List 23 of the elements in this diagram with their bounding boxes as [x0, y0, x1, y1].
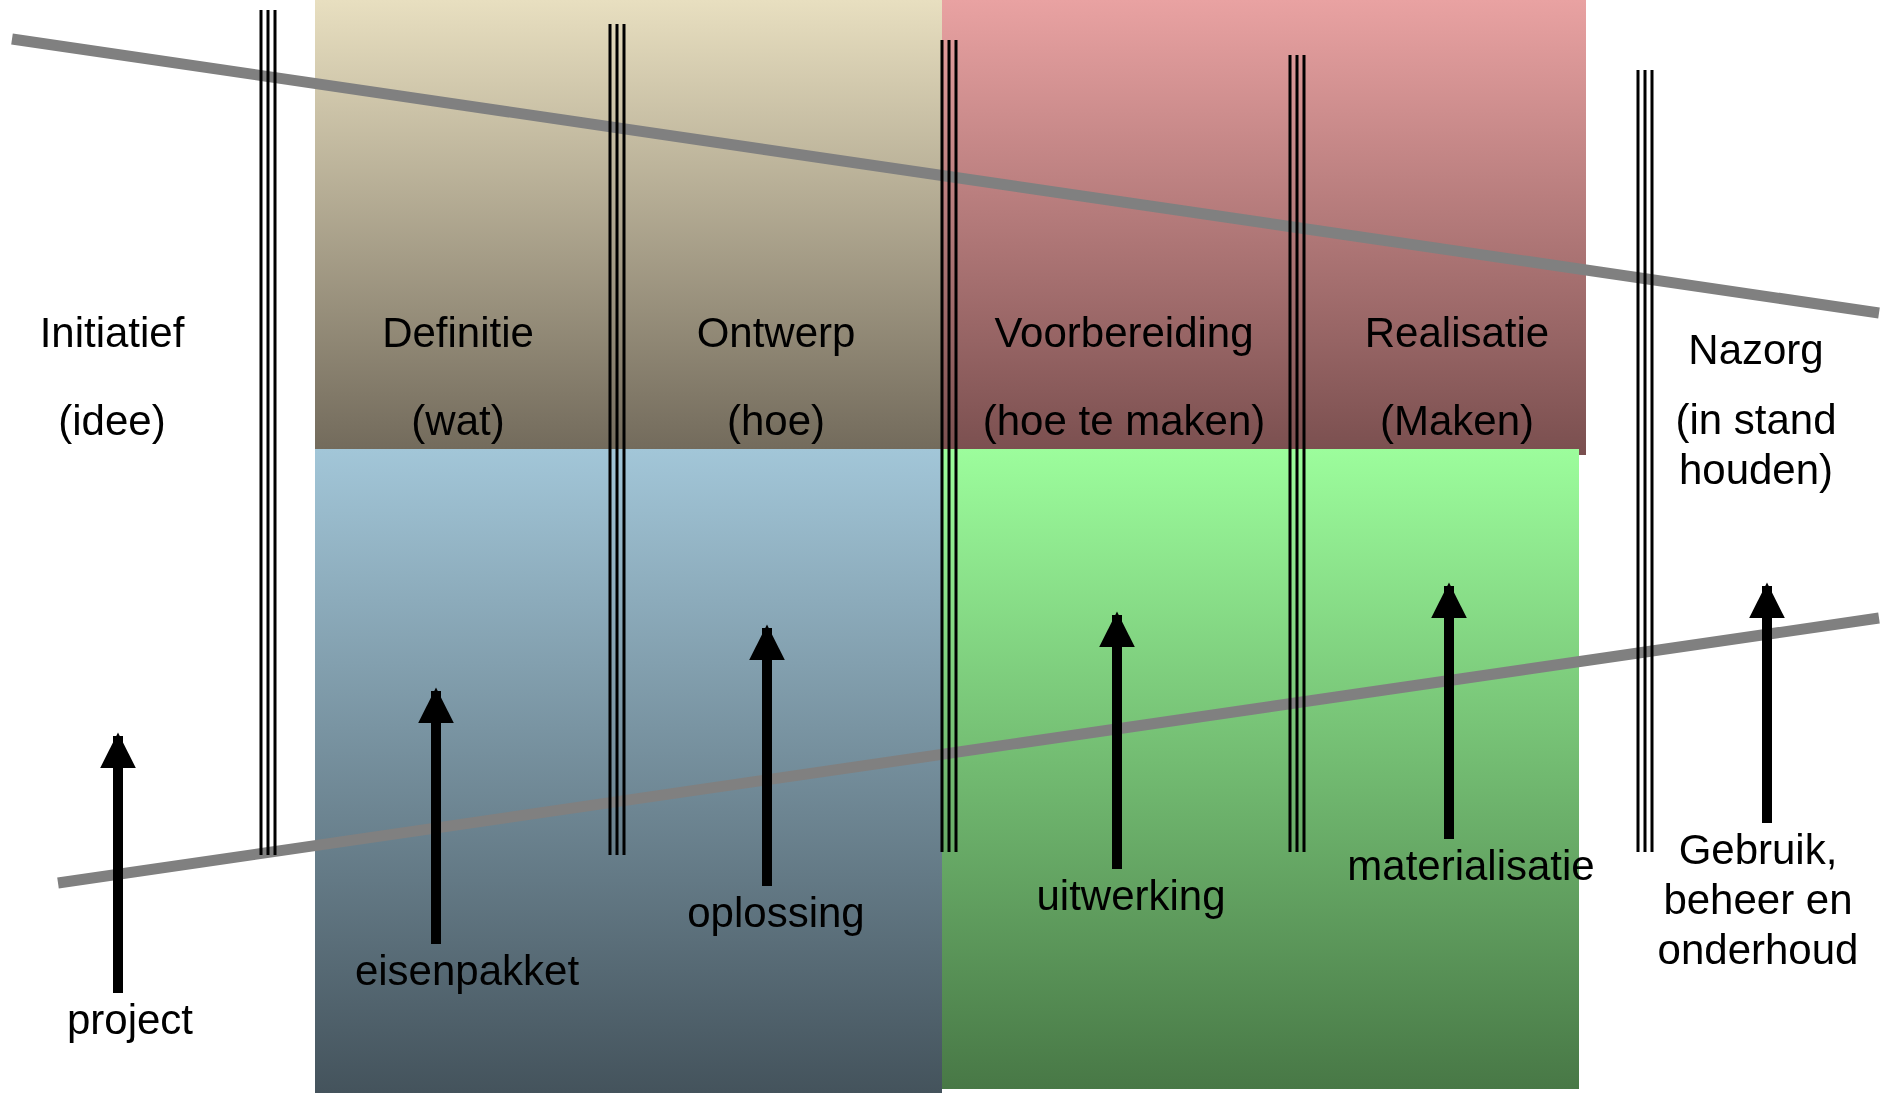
result-label: project [65, 995, 195, 1045]
arrow [100, 732, 136, 993]
phase-subtitle: (Maken) [1378, 396, 1535, 446]
phase-title: Ontwerp [695, 308, 857, 358]
phase-title: Nazorg [1687, 325, 1825, 375]
phase-title: Voorbereiding [993, 308, 1255, 358]
result-label: oplossing [686, 888, 866, 938]
arrow [418, 687, 454, 944]
phase-subtitle: (in stand houden) [1674, 395, 1838, 495]
arrow [1099, 611, 1135, 869]
phase-subtitle: (idee) [57, 396, 167, 446]
arrow [749, 624, 785, 886]
arrow [1431, 582, 1467, 839]
result-label: eisenpakket [353, 946, 581, 996]
result-label: uitwerking [1035, 871, 1227, 921]
phase-subtitle: (hoe) [725, 396, 827, 446]
phase-title: Initiatief [38, 308, 186, 358]
phase-subtitle: (hoe te maken) [981, 396, 1267, 446]
phase-title: Definitie [381, 308, 535, 358]
arrow [1749, 582, 1785, 823]
phase-title: Realisatie [1363, 308, 1551, 358]
result-label: Gebruik, beheer en onderhoud [1656, 825, 1860, 975]
phase-subtitle: (wat) [410, 396, 506, 446]
